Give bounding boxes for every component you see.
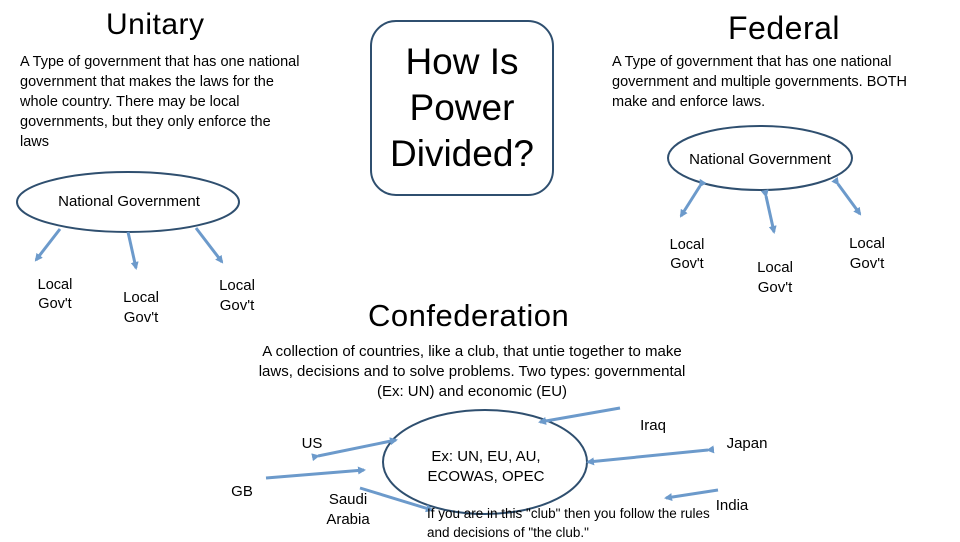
unitary-title: Unitary — [106, 8, 205, 41]
conf-arrow-japan — [586, 445, 715, 466]
federal-arrow-2 — [760, 189, 777, 234]
federal-description: A Type of government that has one nation… — [612, 54, 907, 110]
member-iraq: Iraq — [640, 417, 666, 434]
unitary-description: A Type of government that has one nation… — [20, 54, 300, 150]
unitary-arrow-2 — [126, 231, 139, 270]
member-us: US — [301, 435, 323, 452]
unitary-arrow-3 — [194, 227, 224, 264]
question-box: How Is Power Divided? — [370, 20, 554, 196]
member-saudi-arabia: Saudi Arabia — [326, 491, 370, 528]
conf-arrow-saudi — [359, 486, 434, 513]
conf-arrow-iraq — [538, 406, 621, 425]
conf-arrow-gb — [265, 466, 366, 480]
federal-title: Federal — [728, 10, 840, 46]
federal-national-label: National Government — [689, 151, 831, 168]
federal-national-ellipse — [667, 125, 853, 191]
federal-arrow-3 — [831, 176, 862, 216]
federal-local-2: Local Gov't — [757, 259, 793, 296]
conf-arrow-us — [311, 437, 398, 462]
member-gb: GB — [231, 483, 253, 500]
conf-arrow-india — [664, 488, 719, 502]
unitary-local-1: Local Gov't — [37, 277, 73, 312]
federal-local-3: Local Gov't — [849, 235, 885, 272]
federal-local-1: Local Gov't — [669, 237, 705, 272]
unitary-national-label: National Government — [58, 193, 200, 210]
confederation-rule: If you are in this "club" then you follo… — [427, 506, 710, 540]
unitary-arrow-1 — [34, 228, 62, 262]
confederation-center-label: Ex: UN, EU, AU, ECOWAS, OPEC — [427, 448, 545, 485]
unitary-local-2: Local Gov't — [123, 289, 159, 326]
unitary-local-3: Local Gov't — [219, 277, 255, 314]
member-india: India — [715, 497, 749, 514]
confederation-title: Confederation — [368, 298, 570, 333]
member-japan: Japan — [726, 435, 768, 452]
federal-arrow-1 — [679, 178, 707, 218]
confederation-description: A collection of countries, like a club, … — [258, 343, 686, 400]
